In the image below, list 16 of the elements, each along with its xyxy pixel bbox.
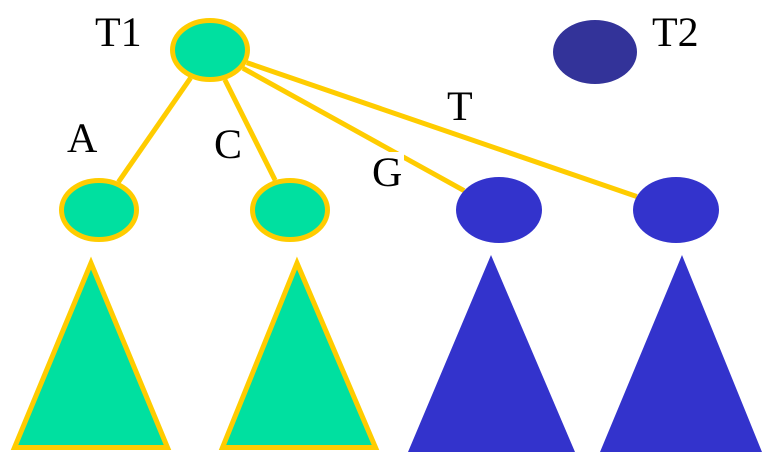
tree-node-ellipse bbox=[170, 18, 250, 82]
tree-node-ellipse bbox=[250, 178, 330, 242]
tree-edge bbox=[242, 66, 466, 193]
subtree-triangle bbox=[408, 255, 575, 452]
subtree-triangle bbox=[12, 258, 170, 450]
tree-node-ellipse bbox=[633, 177, 719, 243]
subtree-triangle bbox=[600, 255, 762, 452]
tree-label: T1 bbox=[95, 12, 142, 54]
tree-node-ellipse bbox=[553, 20, 637, 84]
tree-edge bbox=[222, 78, 278, 182]
tree-edge bbox=[116, 76, 193, 184]
tree-node-ellipse bbox=[456, 177, 542, 243]
subtree-triangle bbox=[220, 258, 378, 450]
tree-edge bbox=[246, 60, 638, 199]
tree-node-ellipse bbox=[59, 178, 139, 242]
tree-label: T2 bbox=[652, 12, 699, 54]
